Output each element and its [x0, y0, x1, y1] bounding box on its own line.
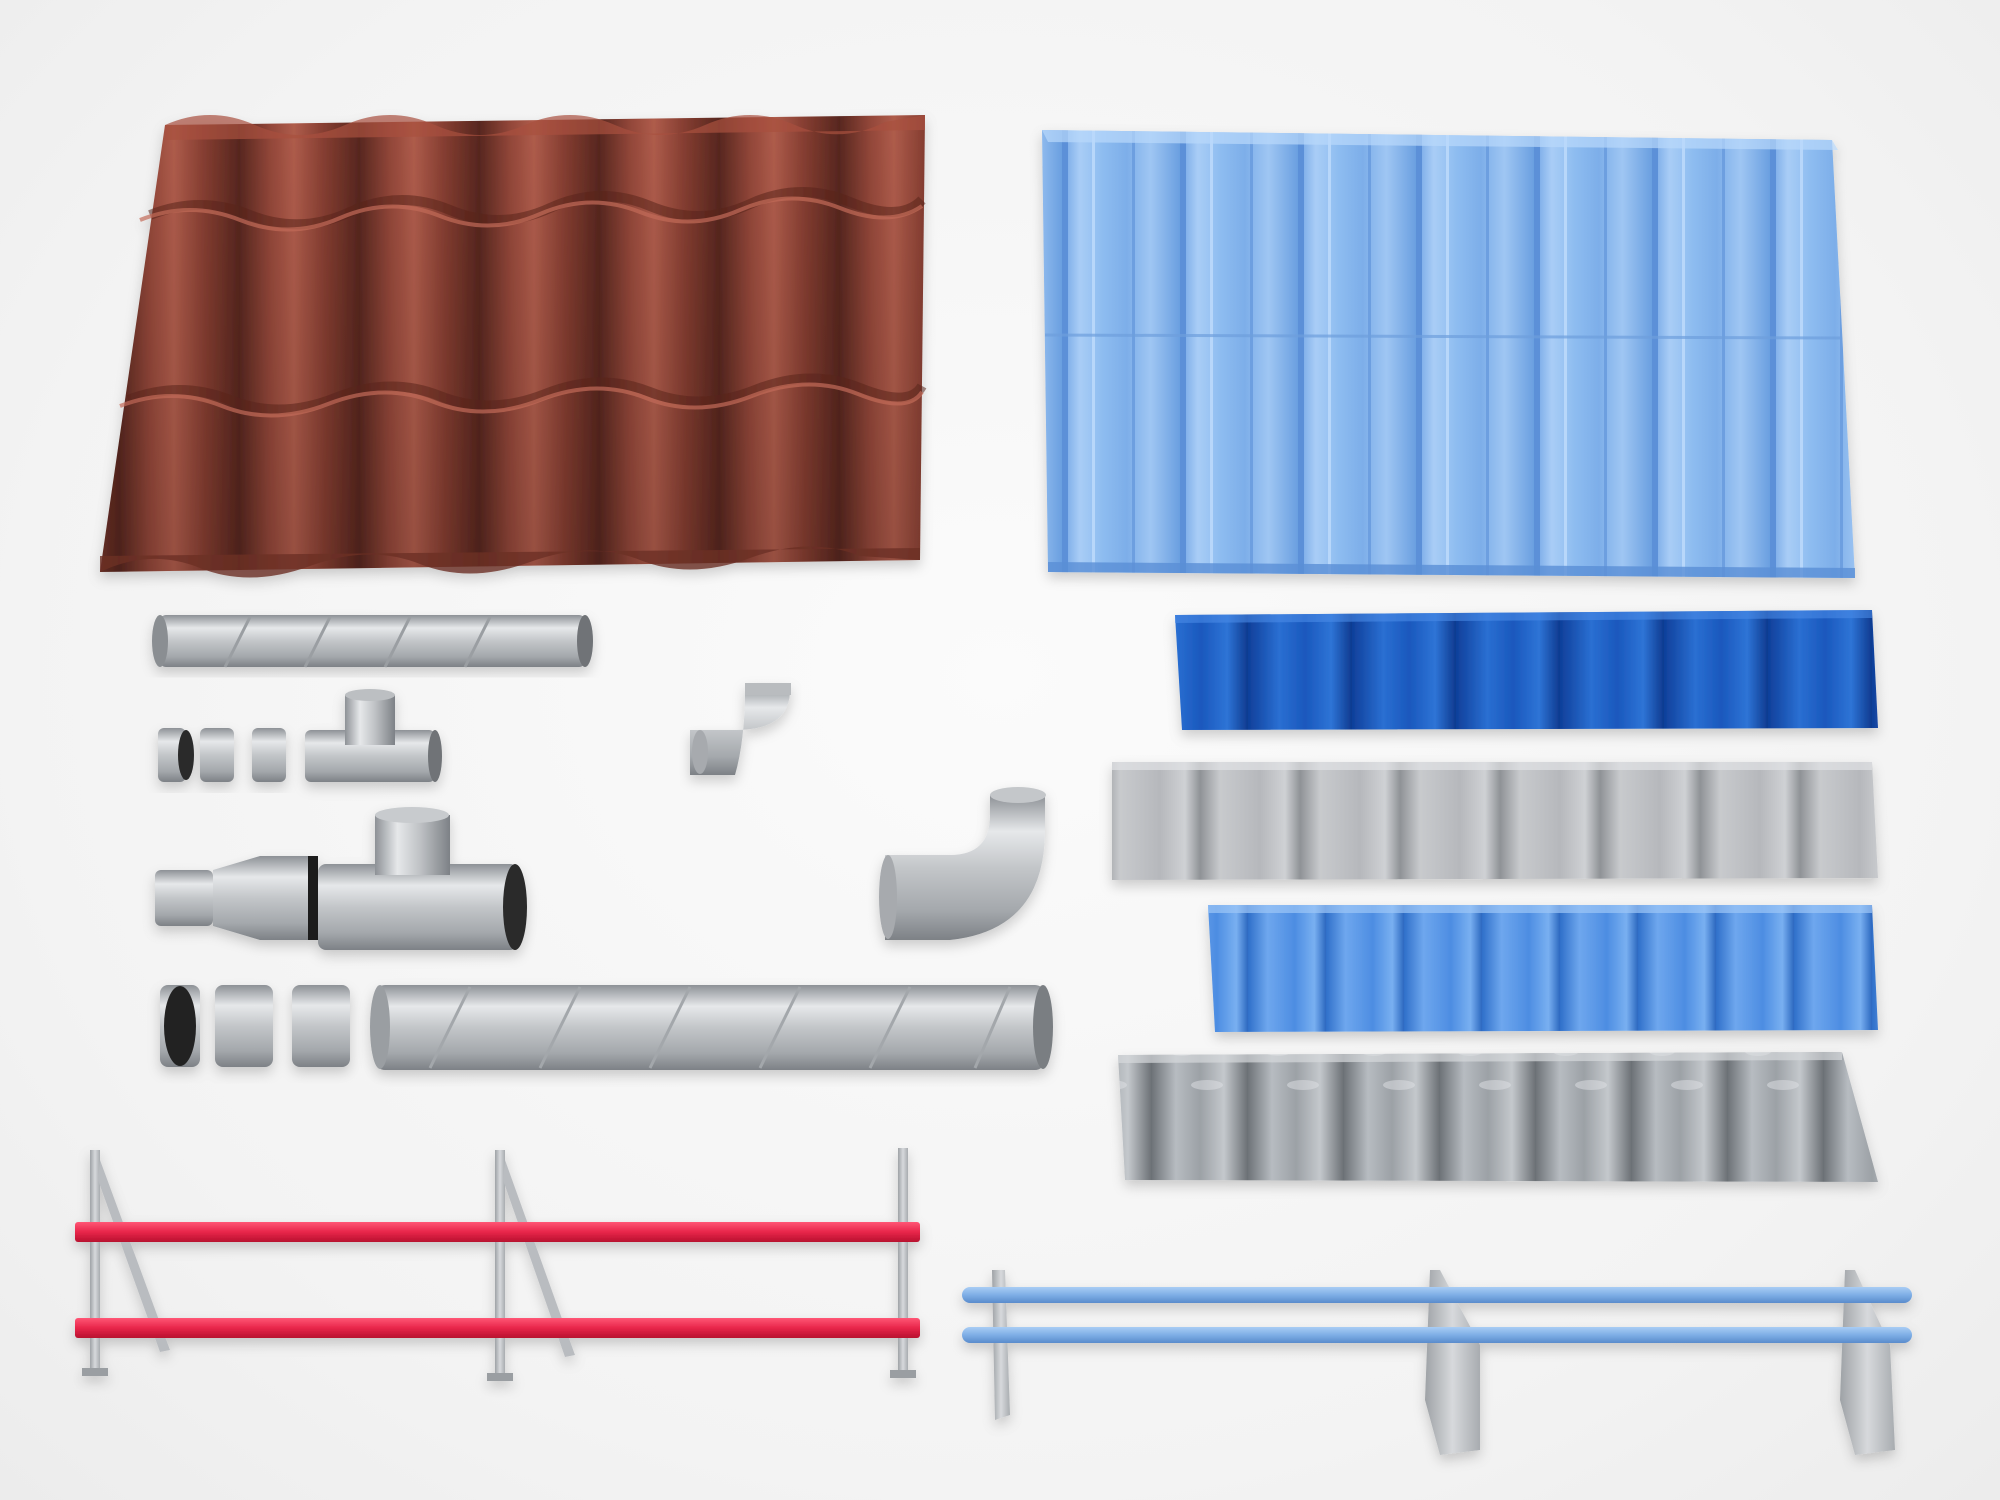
fence-bracket-middle — [487, 1150, 575, 1381]
duct-elbow-large — [879, 787, 1046, 940]
tube-bracket-left — [992, 1270, 1010, 1420]
blue-snow-guard-tubes — [962, 1270, 1912, 1455]
light-blue-trapezoidal-sheet — [1042, 130, 1855, 578]
duct-tee-small — [305, 689, 442, 782]
blue-tube-top — [962, 1287, 1912, 1303]
clay-roof-tile-sheet — [100, 115, 927, 578]
grey-trapezoidal-sheet — [1112, 762, 1878, 880]
blue-tube-bottom — [962, 1327, 1912, 1343]
duct-coupler-set-large — [160, 985, 350, 1067]
red-rail-bottom — [75, 1318, 920, 1338]
duct-coupler-set-small — [158, 728, 286, 782]
dark-blue-corrugated-sheet — [1175, 610, 1878, 730]
red-rail-top — [75, 1222, 920, 1242]
galvanized-trapezoidal-sheet — [1118, 1052, 1878, 1182]
fence-bracket-left — [82, 1150, 170, 1376]
blue-trapezoidal-sheet — [1208, 905, 1878, 1032]
tube-bracket-right — [1840, 1270, 1895, 1455]
spiral-duct-pipes-and-fittings — [152, 615, 1053, 1070]
red-snow-guard-fence — [75, 1148, 920, 1381]
tube-bracket-middle — [1425, 1270, 1480, 1455]
duct-elbow-small — [690, 683, 791, 775]
duct-reducer-tee-large — [155, 807, 527, 950]
spiral-duct-pipe-long — [370, 985, 1053, 1070]
spiral-duct-pipe-short — [152, 615, 593, 668]
fence-bracket-right — [890, 1148, 916, 1378]
